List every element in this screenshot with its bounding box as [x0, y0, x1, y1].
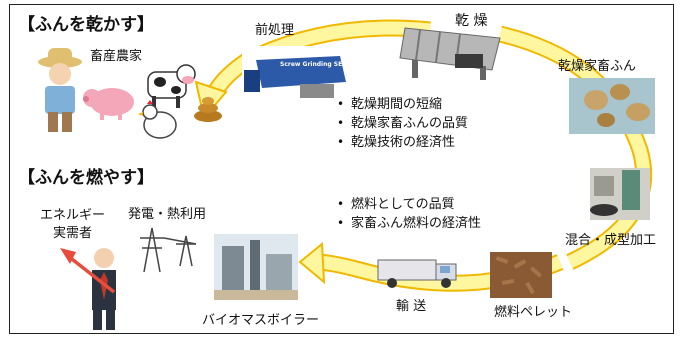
machine-nameplate: Screw Grinding SEPARATOR: [280, 61, 374, 68]
heading-burn-manure: 【ふんを燃やす】: [18, 168, 154, 188]
label-drying: 乾 燥: [455, 13, 488, 29]
label-power-heat: 発電・熱利用: [128, 207, 207, 222]
label-biomass-boiler: バイオマスボイラー: [202, 313, 320, 328]
bullet-fuel-1: 燃料としての品質: [337, 198, 455, 211]
label-pretreatment: 前処理: [255, 23, 295, 38]
diagram-frame: [9, 4, 674, 334]
bullet-drying-3: 乾燥技術の経済性: [337, 136, 455, 149]
label-mixing-forming: 混合・成型加工: [565, 233, 657, 248]
label-dried-manure: 乾燥家畜ふん: [558, 59, 637, 74]
label-energy-user: エネルギー 実需者: [40, 208, 106, 241]
label-transport: 輸 送: [396, 299, 427, 314]
heading-dry-manure: 【ふんを乾かす】: [18, 15, 154, 35]
bullet-fuel-2: 家畜ふん燃料の経済性: [337, 217, 481, 230]
label-fuel-pellet: 燃料ペレット: [494, 305, 573, 320]
bullet-drying-1: 乾燥期間の短縮: [337, 98, 442, 111]
lower-arrow-head: [298, 241, 326, 285]
label-farmer: 畜産農家: [90, 49, 143, 64]
bullet-drying-2: 乾燥家畜ふんの品質: [337, 117, 468, 130]
